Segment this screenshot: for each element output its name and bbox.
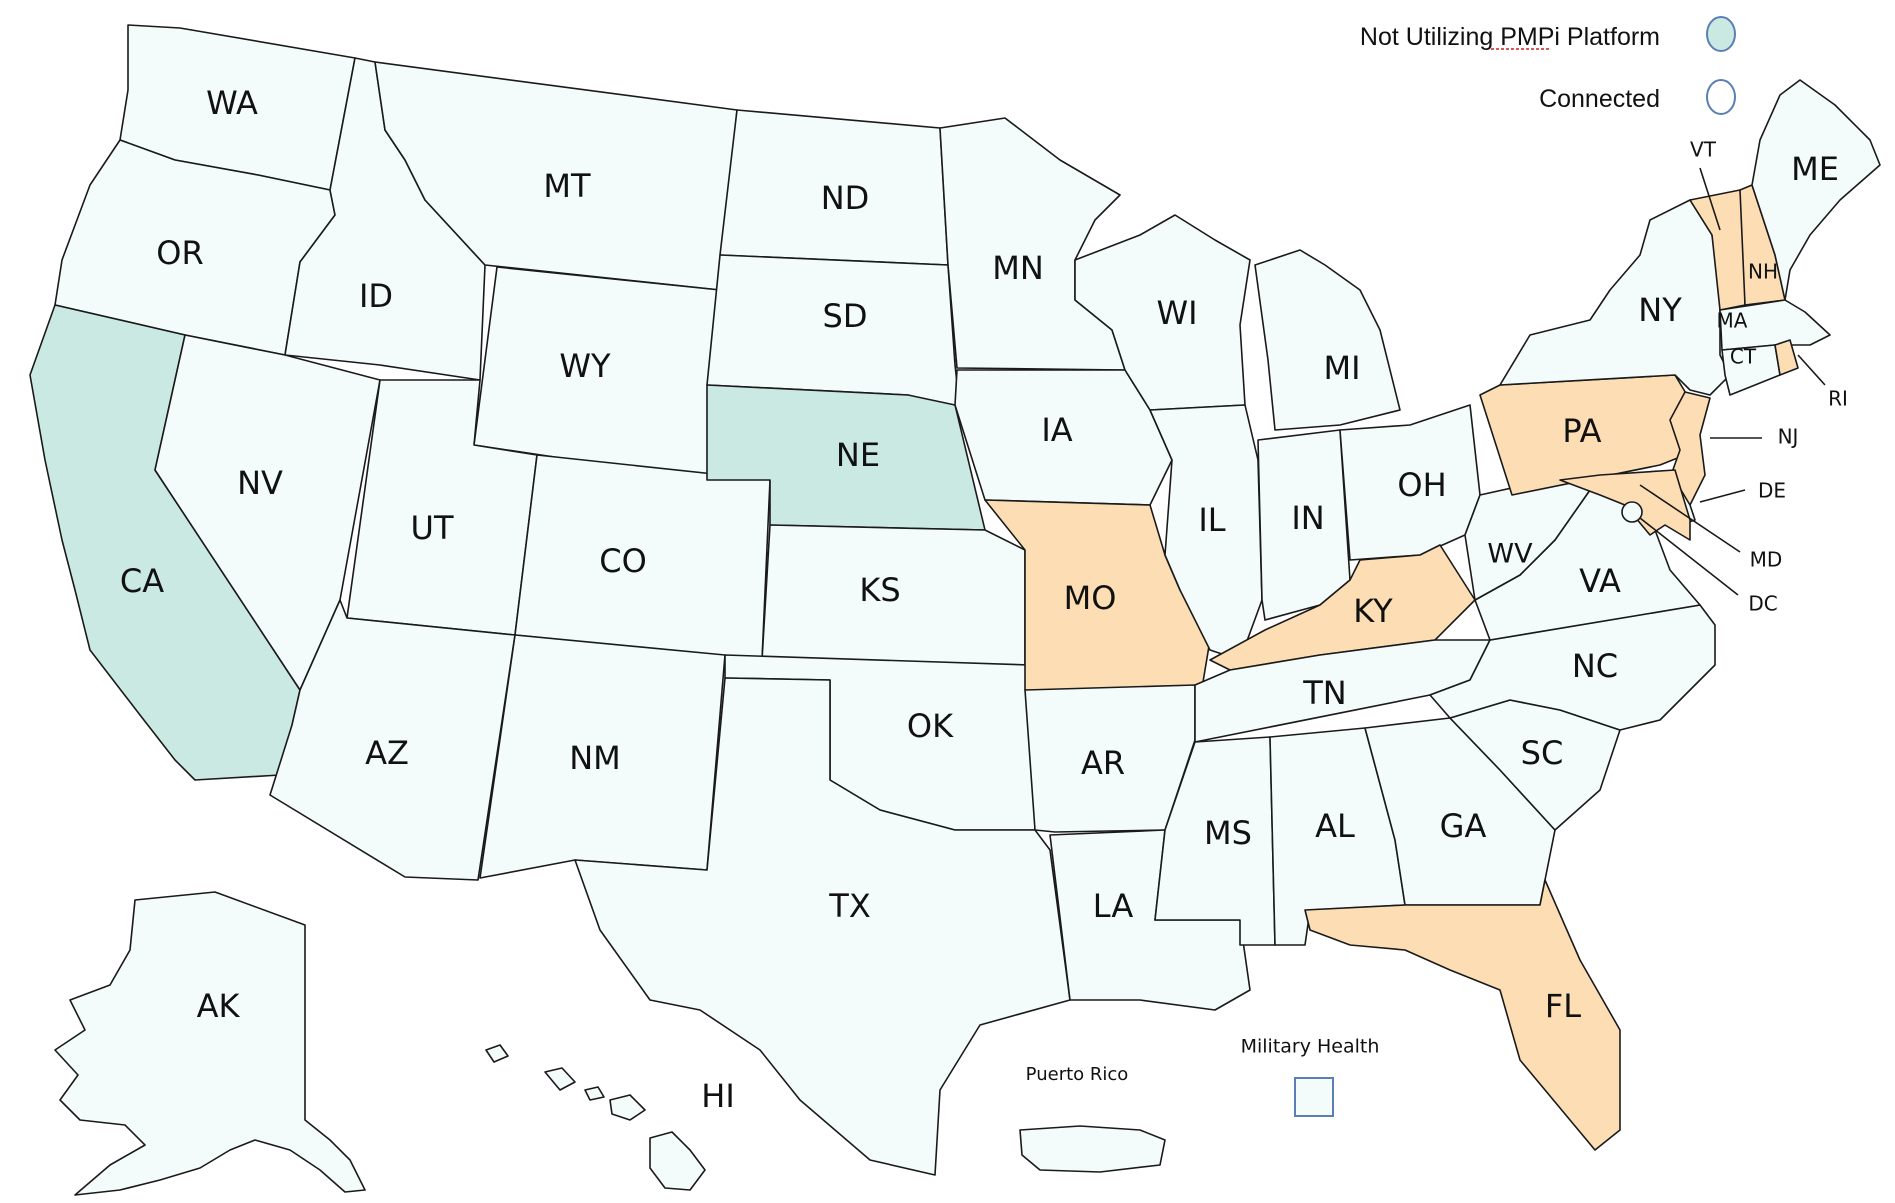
military-health-box[interactable] — [1294, 1077, 1334, 1117]
state-label-MD: MD — [1750, 548, 1783, 572]
state-label-MS: MS — [1204, 814, 1252, 852]
state-label-CA: CA — [120, 562, 164, 600]
leader-line-DC — [1639, 517, 1739, 596]
leader-line-DE — [1699, 489, 1746, 503]
legend-label-not-utilizing: Not Utilizing PMPi Platform — [1360, 23, 1660, 51]
state-label-MT: MT — [543, 167, 591, 205]
state-shape-CT[interactable] — [1721, 344, 1781, 396]
state-label-RI: RI — [1828, 387, 1848, 411]
state-label-WA: WA — [206, 84, 258, 122]
state-label-PA: PA — [1562, 412, 1601, 450]
state-label-DE: DE — [1758, 479, 1786, 503]
state-labels: WA OR CA ID NV MT WY UT AZ CO NM ND SD N… — [120, 84, 1848, 1115]
state-label-TN: TN — [1302, 674, 1346, 712]
state-label-SD: SD — [823, 297, 868, 335]
state-label-NY: NY — [1638, 291, 1682, 329]
state-label-IN: IN — [1291, 499, 1324, 537]
legend-swatch-not-utilizing — [1706, 16, 1736, 52]
state-label-OK: OK — [907, 707, 954, 745]
state-shape-HI-2[interactable] — [609, 1094, 646, 1121]
state-label-CO: CO — [599, 542, 647, 580]
state-label-NV: NV — [237, 464, 283, 502]
state-shape-RI[interactable] — [1774, 339, 1799, 376]
state-label-LA: LA — [1093, 887, 1134, 925]
leader-line-RI — [1797, 354, 1826, 386]
state-label-IA: IA — [1041, 411, 1072, 449]
state-shape-AK[interactable] — [54, 891, 366, 1196]
state-label-NE: NE — [836, 436, 880, 474]
legend-swatch-connected — [1706, 79, 1736, 115]
state-shape-TX[interactable] — [574, 677, 1071, 1176]
legend: Not Utilizing PMPi Platform Connected — [1360, 16, 1736, 115]
state-label-ID: ID — [359, 277, 393, 315]
state-label-OH: OH — [1397, 466, 1446, 504]
state-label-HI: HI — [701, 1077, 735, 1115]
leader-line-VT — [1699, 167, 1721, 231]
state-shape-AZ[interactable] — [269, 599, 516, 881]
state-label-AK: AK — [197, 987, 241, 1025]
state-label-AL: AL — [1315, 807, 1355, 845]
state-shape-HI-4[interactable] — [485, 1044, 509, 1063]
puerto-rico-shape[interactable] — [1019, 1125, 1166, 1173]
state-label-NJ: NJ — [1778, 425, 1799, 449]
state-label-VA: VA — [1579, 562, 1621, 600]
state-label-TX: TX — [828, 887, 870, 925]
state-label-ME: ME — [1791, 150, 1839, 188]
state-label-ND: ND — [821, 179, 870, 217]
state-label-KS: KS — [859, 571, 900, 609]
state-shape-HI-5[interactable] — [584, 1086, 605, 1101]
state-label-DC: DC — [1748, 592, 1777, 616]
state-label-AR: AR — [1081, 744, 1125, 782]
state-label-WI: WI — [1156, 294, 1197, 332]
state-label-SC: SC — [1521, 734, 1564, 772]
leader-lines — [1639, 167, 1826, 596]
state-label-WV: WV — [1487, 539, 1533, 570]
state-shape-FL[interactable] — [1304, 879, 1621, 1151]
state-label-CT: CT — [1730, 345, 1757, 369]
state-shape-NY[interactable] — [1499, 199, 1731, 396]
leader-line-MD — [1639, 484, 1741, 553]
military-health-label: Military Health — [1241, 1036, 1380, 1058]
state-label-WY: WY — [559, 347, 611, 385]
state-shape-WI[interactable] — [1074, 214, 1251, 411]
state-label-MN: MN — [992, 249, 1044, 287]
state-label-NC: NC — [1572, 647, 1618, 685]
state-label-VT: VT — [1690, 138, 1717, 162]
legend-label-connected: Connected — [1539, 85, 1660, 113]
state-label-UT: UT — [411, 509, 454, 547]
state-shape-HI-1[interactable] — [649, 1131, 706, 1191]
state-shape-NC[interactable] — [1429, 604, 1716, 731]
state-label-FL: FL — [1545, 987, 1581, 1025]
state-label-NH: NH — [1748, 260, 1778, 284]
state-label-NM: NM — [569, 739, 621, 777]
state-label-GA: GA — [1440, 807, 1487, 845]
state-shape-DC[interactable] — [1621, 501, 1643, 523]
state-label-IL: IL — [1198, 501, 1225, 539]
state-label-OR: OR — [156, 234, 203, 272]
state-label-MA: MA — [1717, 309, 1748, 333]
state-shape-MN[interactable] — [939, 117, 1126, 371]
state-label-KY: KY — [1353, 592, 1393, 630]
state-label-AZ: AZ — [365, 734, 409, 772]
puerto-rico-label: Puerto Rico — [1026, 1064, 1129, 1085]
state-label-MI: MI — [1323, 349, 1360, 387]
state-label-MO: MO — [1064, 579, 1117, 617]
state-shape-MI[interactable] — [1254, 249, 1401, 431]
state-shape-HI-3[interactable] — [544, 1067, 576, 1091]
